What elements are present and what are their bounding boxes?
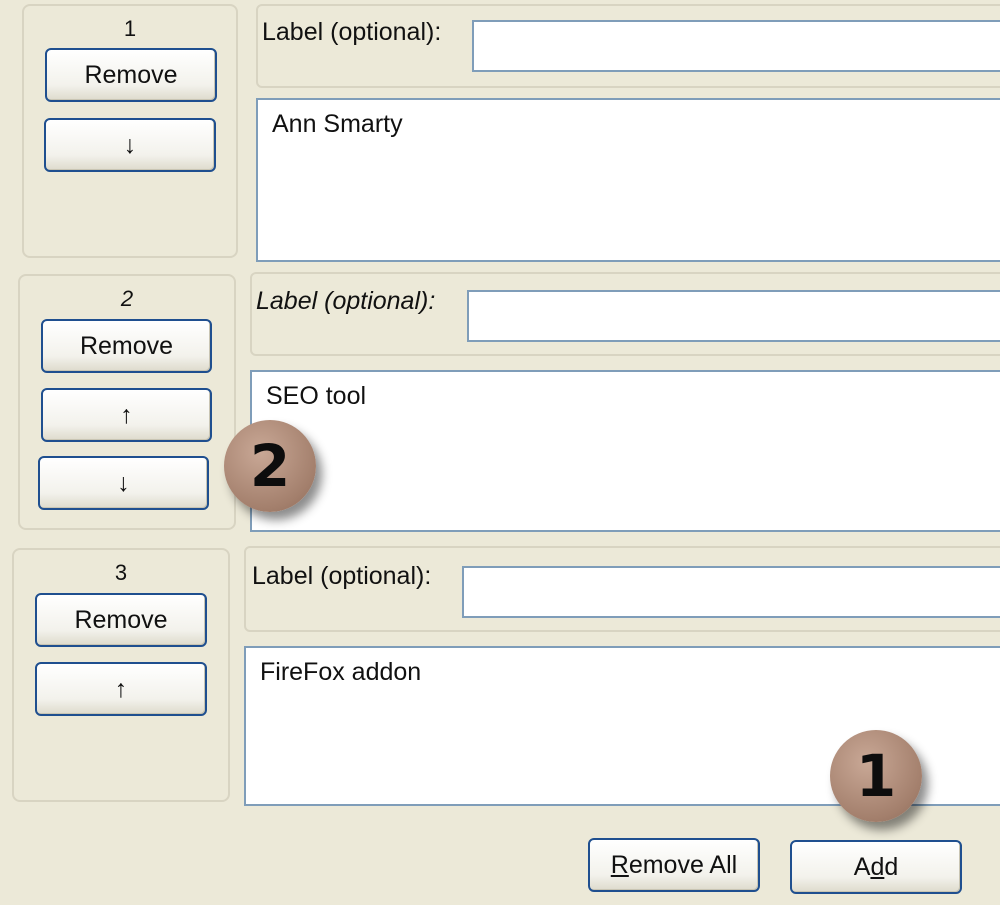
entry-3-remove-button[interactable]: Remove <box>35 593 207 647</box>
entry-3-label-caption: Label (optional): <box>252 562 432 590</box>
entry-1-value-textarea[interactable]: Ann Smarty <box>256 98 1000 262</box>
entry-1-label-caption: Label (optional): <box>262 18 442 46</box>
entry-3-index: 3 <box>114 560 128 585</box>
add-mnemonic: d <box>870 852 885 881</box>
remove-all-label: emove All <box>628 850 738 879</box>
callout-badge-1: 1 <box>830 730 922 822</box>
entry-2-index: 2 <box>120 286 134 311</box>
entry-3-label-input[interactable] <box>462 566 1000 618</box>
entry-1-label-input[interactable] <box>472 20 1000 72</box>
entry-1-remove-button[interactable]: Remove <box>45 48 217 102</box>
entry-2-remove-button[interactable]: Remove <box>41 319 212 373</box>
entry-1-move-down-button[interactable]: ↓ <box>44 118 216 172</box>
add-label-start: A <box>853 852 871 881</box>
entry-1-index: 1 <box>123 16 137 41</box>
entry-2-move-down-button[interactable]: ↓ <box>38 456 209 510</box>
entry-2-label-caption: Label (optional): <box>256 287 436 315</box>
add-label-end: d <box>884 852 899 881</box>
callout-badge-2: 2 <box>224 420 316 512</box>
entry-2-value-textarea[interactable]: SEO tool <box>250 370 1000 532</box>
entry-2-label-input[interactable] <box>467 290 1000 342</box>
entry-2-move-up-button[interactable]: ↑ <box>41 388 212 442</box>
remove-all-mnemonic: R <box>610 850 629 879</box>
entry-3-move-up-button[interactable]: ↑ <box>35 662 207 716</box>
